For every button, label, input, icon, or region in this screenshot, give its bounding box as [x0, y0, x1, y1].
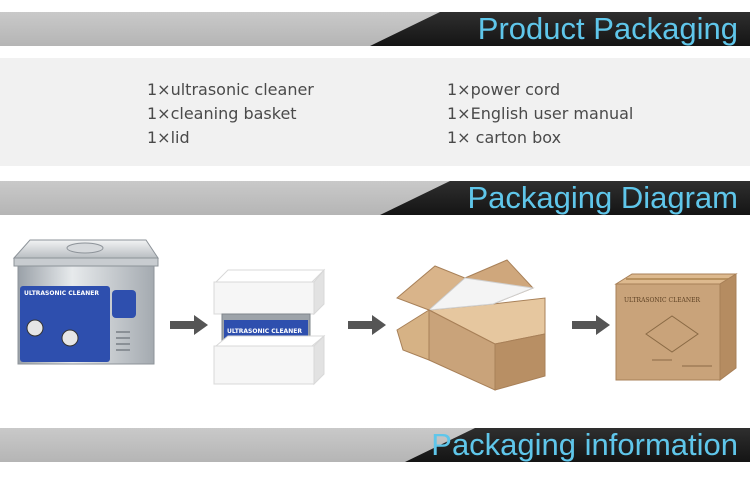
foam-packaging-image: ULTRASONIC CLEANER	[213, 268, 326, 386]
packaging-information-banner: Packaging information	[0, 428, 750, 462]
open-carton-image	[396, 259, 546, 391]
closed-carton-image: ULTRASONIC CLEANER	[614, 273, 738, 381]
package-contents-box: 1×ultrasonic cleaner 1×cleaning basket 1…	[0, 58, 750, 166]
right-arrow-icon	[572, 315, 610, 335]
right-arrow-icon	[170, 315, 208, 335]
banner-dark-band	[370, 12, 750, 46]
ultrasonic-cleaner-image: ULTRASONIC CLEANER	[12, 239, 159, 365]
cleaner-panel-label: ULTRASONIC CLEANER	[24, 290, 99, 297]
product-packaging-banner: Product Packaging	[0, 12, 750, 46]
packaging-diagram-banner: Packaging Diagram	[0, 181, 750, 215]
contents-item: 1× carton box	[447, 128, 562, 147]
product-packaging-title: Product Packaging	[477, 11, 738, 46]
contents-right-column: 1×power cord 1×English user manual 1× ca…	[447, 78, 633, 150]
contents-item: 1×English user manual	[447, 104, 634, 123]
contents-item: 1×cleaning basket	[147, 104, 297, 123]
contents-item: 1×ultrasonic cleaner	[147, 80, 314, 99]
right-arrow-icon	[348, 315, 386, 335]
foam-cleaner-label: ULTRASONIC CLEANER	[227, 328, 302, 335]
contents-left-column: 1×ultrasonic cleaner 1×cleaning basket 1…	[147, 78, 314, 150]
packaging-information-title: Packaging information	[431, 427, 738, 462]
contents-item: 1×lid	[147, 128, 190, 147]
contents-item: 1×power cord	[447, 80, 561, 99]
packaging-diagram-title: Packaging Diagram	[467, 180, 738, 215]
carton-label: ULTRASONIC CLEANER	[624, 297, 700, 304]
packaging-diagram: ULTRASONIC CLEANER ULTRASONIC CLEANER	[0, 228, 750, 398]
banner-dark-band	[380, 181, 750, 215]
